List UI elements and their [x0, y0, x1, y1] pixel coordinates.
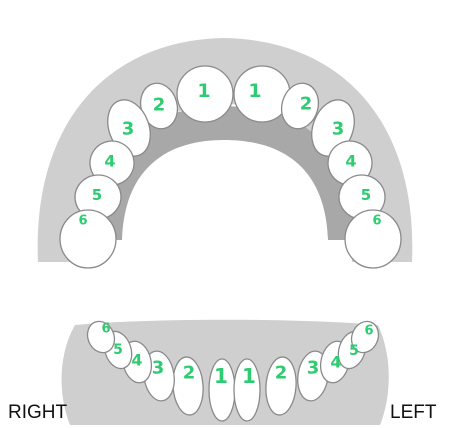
- upper-tooth-6-right: [60, 210, 116, 268]
- left-side-label: LEFT: [390, 402, 436, 424]
- upper-number-2-left: 2: [300, 94, 313, 115]
- upper-number-2-right: 2: [153, 95, 166, 116]
- upper-number-1-left: 1: [248, 80, 261, 102]
- lower-number-2-left: 2: [275, 363, 288, 384]
- lower-number-2-right: 2: [183, 363, 196, 384]
- lower-number-4-left: 4: [330, 353, 341, 372]
- upper-number-5-right: 5: [92, 186, 102, 204]
- upper-number-1-right: 1: [197, 80, 210, 102]
- upper-number-4-right: 4: [104, 152, 115, 171]
- lower-number-4-right: 4: [131, 351, 142, 370]
- lower-number-6-right: 6: [101, 322, 110, 337]
- lower-number-3-left: 3: [307, 358, 320, 379]
- right-side-label: RIGHT: [8, 402, 67, 424]
- upper-number-5-left: 5: [361, 186, 371, 204]
- upper-number-4-left: 4: [345, 152, 356, 171]
- lower-number-1-right: 1: [214, 364, 228, 388]
- lower-number-6-left: 6: [364, 324, 373, 339]
- upper-number-3-left: 3: [332, 119, 345, 140]
- lower-number-1-left: 1: [242, 364, 256, 388]
- lower-number-5-right: 5: [113, 342, 123, 358]
- upper-number-6-left: 6: [372, 214, 381, 229]
- lower-number-3-right: 3: [152, 358, 165, 379]
- upper-number-6-right: 6: [78, 214, 87, 229]
- lower-number-5-left: 5: [349, 343, 359, 359]
- upper-number-3-right: 3: [122, 119, 135, 140]
